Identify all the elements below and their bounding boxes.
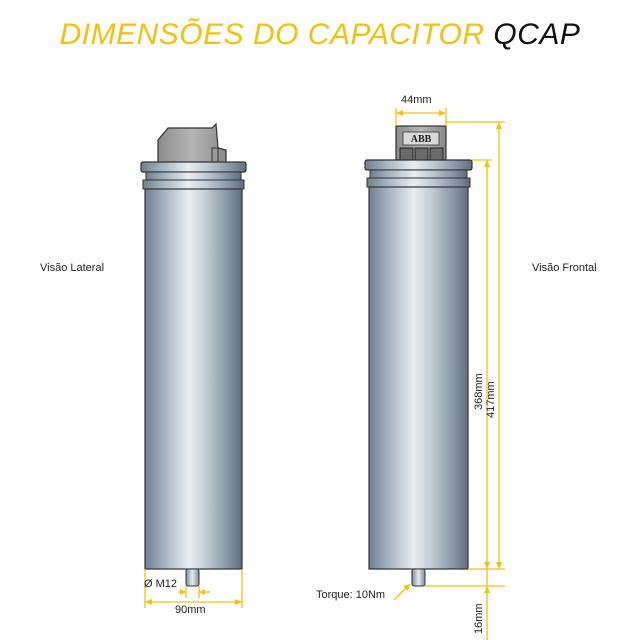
lateral-view-label: Visão Lateral [40, 262, 104, 274]
top-cap [140, 161, 247, 173]
frontal-view-label: Visão Frontal [532, 262, 597, 274]
mounting-stud-front [411, 568, 426, 587]
torque-label: Torque: 10Nm [316, 589, 385, 601]
capacitor-body-front [368, 186, 469, 570]
lateral-capacitor [140, 122, 247, 587]
diameter-label: 90mm [175, 604, 206, 616]
frontal-dimensions [393, 108, 505, 640]
capacitor-body [144, 188, 243, 570]
body-height-label: 368mm [473, 373, 485, 410]
title-model: QCAP [493, 18, 581, 51]
total-height-label: 417mm [485, 381, 497, 418]
mounting-stud [185, 568, 200, 587]
brand-logo: ABB [411, 134, 432, 145]
top-width-label: 44mm [401, 94, 432, 106]
thread-label: Ø M12 [144, 578, 177, 590]
frontal-capacitor: ABB [364, 125, 473, 587]
page-title: DIMENSÕES DO CAPACITOR QCAP [0, 18, 640, 52]
stud-length-label: 16mm [473, 603, 485, 634]
title-main: DIMENSÕES DO CAPACITOR [59, 18, 485, 51]
lateral-dimensions [144, 569, 243, 608]
